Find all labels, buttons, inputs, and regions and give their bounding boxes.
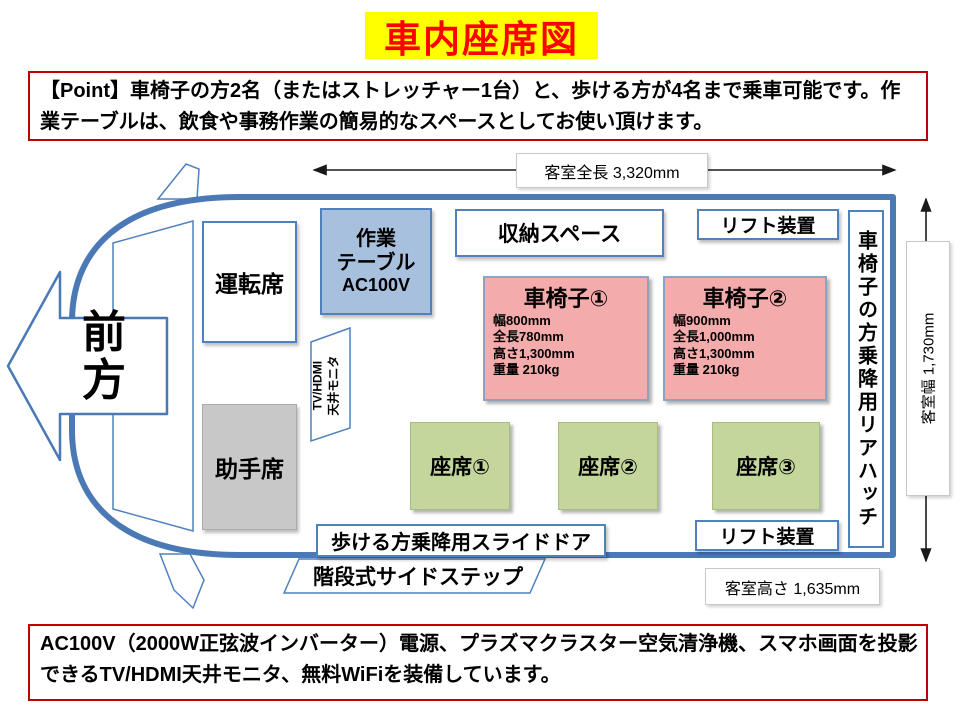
slide-door-label: 歩ける方乗降用スライドドア [316,524,606,557]
wheelchair-2-length: 全長1,000mm [673,329,755,345]
rear-hatch-text: 車椅子の方乗降用リアハッチ [854,229,877,529]
wheelchair-2-height: 高さ1,300mm [673,345,755,361]
wheelchair-1-weight: 重量 210kg [493,362,560,378]
seat-2: 座席② [558,422,658,510]
work-table-line1: 作業 [356,227,396,250]
wheelchair-2-width: 幅900mm [673,313,731,328]
wheelchair-2-title: 車椅子② [702,286,788,311]
storage-space: 収納スペース [455,209,664,257]
wheelchair-1-title: 車椅子① [523,286,609,311]
cabin-width-dimension: 客室幅 1,730mm [906,241,950,496]
cabin-height-dimension: 客室高さ 1,635mm [705,568,880,605]
wheelchair-1-length: 全長780mm [493,329,564,345]
work-table-power: AC100V [341,274,411,295]
wheelchair-1-height: 高さ1,300mm [493,345,575,361]
wheelchair-1-width: 幅800mm [493,313,551,328]
tv-hdmi-monitor-flag [310,326,351,443]
seat-1: 座席① [410,422,510,510]
work-table: 作業 テーブル AC100V [320,208,432,315]
lift-device-top: リフト装置 [697,209,839,240]
lift-device-bottom: リフト装置 [695,520,839,551]
front-direction-text: 前方 [82,308,126,405]
point-note: 【Point】車椅子の方2名（またはストレッチャー1台）と、歩ける方が4名まで乗… [28,71,928,141]
work-table-line2: テーブル [336,251,416,274]
cabin-length-dimension: 客室全長 3,320mm [516,153,708,188]
tv-hdmi-line2: 天井モニタ [326,355,341,417]
side-mirror-bottom [158,553,205,610]
page-title: 車内座席図 [365,12,598,60]
side-step-shape [282,558,547,594]
tv-hdmi-line1: TV/HDMI [310,361,325,411]
driver-seat: 運転席 [202,221,297,343]
side-step-label: 階段式サイドステップ [313,565,523,589]
front-direction-label: 前方 [56,304,152,410]
rear-hatch-label: 車椅子の方乗降用リアハッチ [848,210,884,548]
passenger-seat: 助手席 [202,404,297,530]
wheelchair-2-weight: 重量 210kg [673,362,740,378]
equipment-note: AC100V（2000W正弦波インバーター）電源、プラズマクラスター空気清浄機、… [28,624,928,701]
cabin-width-dimension-text: 客室幅 1,730mm [920,312,938,425]
tv-hdmi-monitor-label: TV/HDMI 天井モニタ [301,340,351,432]
wheelchair-2: 車椅子② 幅900mm 全長1,000mm 高さ1,300mm 重量 210kg [663,276,827,401]
seat-3: 座席③ [712,422,820,510]
front-direction-arrow [6,270,169,462]
wheelchair-1: 車椅子① 幅800mm 全長780mm 高さ1,300mm 重量 210kg [483,276,649,401]
side-mirror-top [156,163,200,200]
